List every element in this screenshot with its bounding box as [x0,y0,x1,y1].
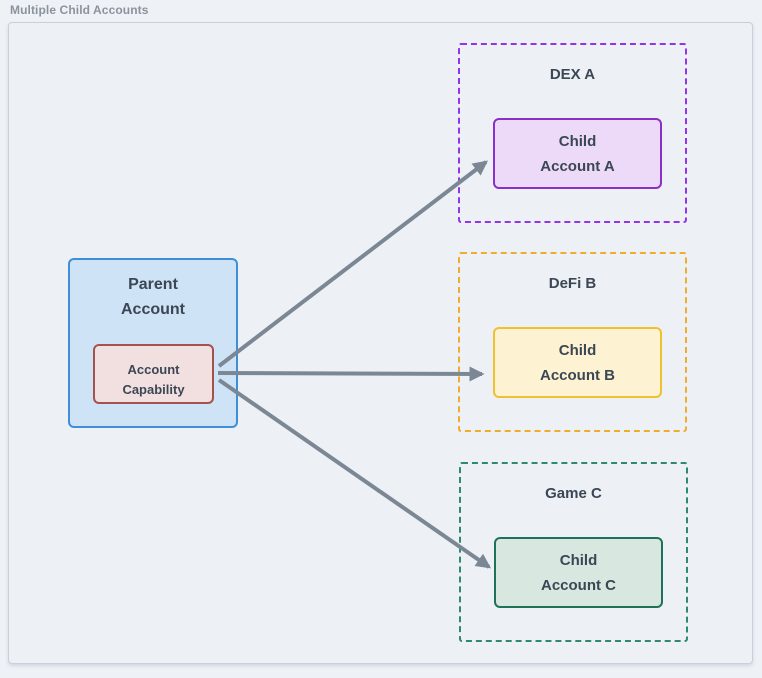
child-account-a-label: Child Account A [540,129,614,179]
child-c-label-line2: Account C [541,576,616,594]
provider-game-c-label: Game C [545,485,602,502]
child-b-label-line2: Account B [540,366,615,384]
child-account-a-node: Child Account A [493,118,662,189]
provider-defi-b-label: DeFi B [548,275,597,292]
diagram-title: Multiple Child Accounts [10,3,149,17]
capability-label-line1: Account [127,362,180,377]
child-account-c-node: Child Account C [494,537,663,608]
child-c-label-line1: Child [559,551,598,569]
child-a-label-line2: Account A [540,157,615,175]
child-b-label-line1: Child [558,341,597,359]
child-account-b-node: Child Account B [493,327,662,398]
capability-label-line2: Capability [122,382,185,397]
parent-label-line1: Parent [128,276,178,293]
child-account-c-label: Child Account C [541,548,616,598]
account-capability-label: Account Capability [122,360,184,400]
parent-account-label: Parent Account [70,272,236,322]
parent-label-line2: Account [121,301,185,318]
provider-group-game-c: Game C Child Account C [459,462,688,642]
child-a-label-line1: Child [558,132,597,150]
provider-group-dex-a: DEX A Child Account A [458,43,687,223]
child-account-b-label: Child Account B [540,338,615,388]
parent-account-node: Parent Account Account Capability [68,258,238,428]
account-capability-node: Account Capability [93,344,214,404]
provider-dex-a-label: DEX A [549,66,596,83]
provider-group-defi-b: DeFi B Child Account B [458,252,687,432]
